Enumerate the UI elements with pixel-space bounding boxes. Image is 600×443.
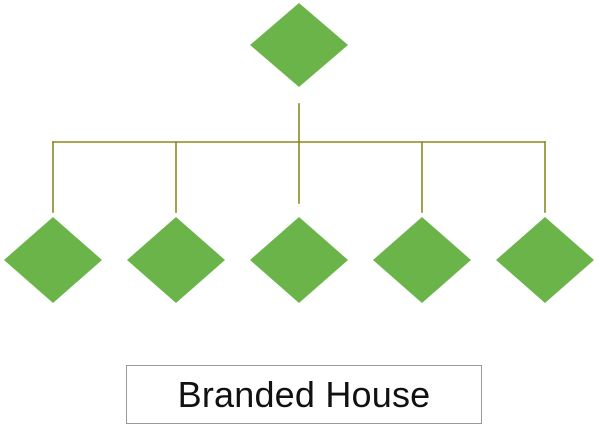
parent-diamond-icon <box>250 3 348 87</box>
caption-box: Branded House <box>126 365 482 424</box>
connector-lines <box>52 103 546 213</box>
child-diamond-icon-4 <box>373 217 471 303</box>
child-diamonds <box>4 217 594 303</box>
child-diamond-icon-1 <box>4 217 102 303</box>
child-diamond-icon-5 <box>496 217 594 303</box>
caption-label: Branded House <box>177 373 431 415</box>
child-diamond-icon-2 <box>127 217 225 303</box>
child-diamond-icon-3 <box>250 217 348 303</box>
